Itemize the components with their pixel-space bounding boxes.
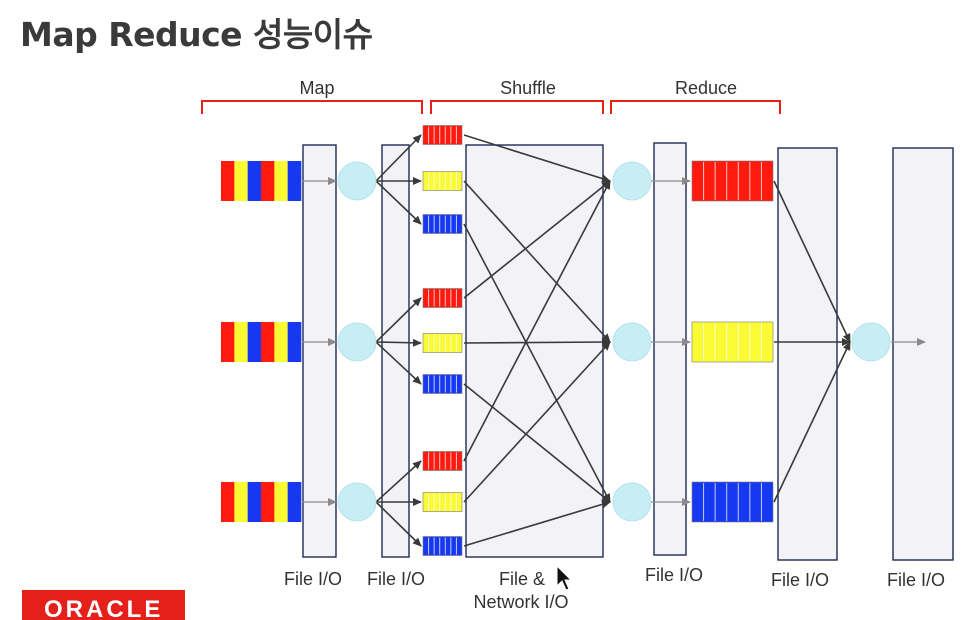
partition-1-1 <box>422 125 463 145</box>
mapper-node-3 <box>337 482 377 522</box>
cursor-icon <box>556 564 573 591</box>
oracle-logo-text: ORACLE <box>44 596 164 620</box>
arrow-shuffle-1-1 <box>463 134 611 183</box>
data-blocks <box>221 125 774 556</box>
input-stripe <box>287 322 302 362</box>
phase-label-reduce: Reduce <box>675 78 737 98</box>
segment-body <box>422 125 463 145</box>
input-stripe <box>261 322 275 362</box>
input-stripe <box>274 161 288 201</box>
input-split-3 <box>221 482 302 522</box>
arrow-shuffle-1-3 <box>463 223 611 503</box>
segment-body <box>422 288 463 308</box>
arrow-mapper-2-to-partition-3 <box>375 341 422 385</box>
partition-1-3 <box>422 214 463 234</box>
segment-body <box>422 374 463 394</box>
partition-3-3 <box>422 536 463 556</box>
segment-body <box>422 333 463 353</box>
input-stripe <box>287 161 302 201</box>
phase-bracket-map <box>201 100 423 114</box>
input-split-1 <box>221 161 302 201</box>
partition-2-1 <box>422 288 463 308</box>
input-stripe <box>274 482 288 522</box>
partition-2-2 <box>422 333 463 353</box>
segment-body <box>691 160 774 202</box>
phase-label-shuffle: Shuffle <box>500 78 556 98</box>
arrow-mapper-1-to-partition-3 <box>375 180 422 225</box>
arrow-mapper-2-to-partition-2 <box>375 338 422 347</box>
arrow-mapper-3-to-partition-1 <box>375 460 422 503</box>
arrow-shuffle-3-2 <box>463 341 611 503</box>
segment-body <box>422 451 463 471</box>
arrow-shuffle-3-3 <box>463 500 611 547</box>
arrow-output-to-final-1 <box>773 180 851 343</box>
io-label-shuffle-line2: Network I/O <box>473 592 568 612</box>
phase-bracket-reduce <box>610 100 781 114</box>
segment-body <box>691 321 774 363</box>
io-label-final-output: File I/O <box>887 570 945 590</box>
input-stripe <box>274 322 288 362</box>
storage-box-shuffle <box>465 144 604 558</box>
io-label-shuffle-line1: File & <box>499 569 545 589</box>
io-boxes <box>302 142 954 561</box>
storage-box-final-output <box>892 147 954 561</box>
segment-body <box>422 536 463 556</box>
io-label-map-output: File I/O <box>367 569 425 589</box>
input-stripe <box>247 161 262 201</box>
arrow-shuffle-1-2 <box>463 180 611 343</box>
arrow-mapper-1-to-partition-1 <box>375 134 422 182</box>
arrow-output-to-final-3 <box>773 341 851 503</box>
io-label-map-input: File I/O <box>284 569 342 589</box>
segment-body <box>691 481 774 523</box>
input-stripe <box>261 161 275 201</box>
reducer-node-3 <box>612 482 652 522</box>
io-label-reduce-output: File I/O <box>771 570 829 590</box>
input-stripe <box>234 161 248 201</box>
segment-body <box>422 171 463 191</box>
input-stripe <box>261 482 275 522</box>
input-stripe <box>247 482 262 522</box>
mapper-node-2 <box>337 322 377 362</box>
storage-box-reduce-input <box>653 142 687 556</box>
arrow-mapper-3-to-partition-3 <box>375 501 422 547</box>
arrow-shuffle-2-1 <box>463 180 611 299</box>
storage-box-reduce-output <box>777 147 838 561</box>
io-label-reduce-input: File I/O <box>645 565 703 585</box>
partition-2-3 <box>422 374 463 394</box>
reducer-node-2 <box>612 322 652 362</box>
partition-1-2 <box>422 171 463 191</box>
input-split-2 <box>221 322 302 362</box>
input-stripe <box>287 482 302 522</box>
arrow-shuffle-2-3 <box>463 383 611 503</box>
phase-brackets <box>201 100 781 114</box>
partition-3-2 <box>422 492 463 512</box>
oracle-logo: ORACLE <box>22 590 185 620</box>
input-stripe <box>247 322 262 362</box>
flow-arrows <box>302 134 926 547</box>
reduce-output-2 <box>691 321 774 363</box>
final-node <box>851 322 891 362</box>
mapper-node-1 <box>337 161 377 201</box>
reducer-node-1 <box>612 161 652 201</box>
phase-bracket-shuffle <box>430 100 604 114</box>
reduce-output-3 <box>691 481 774 523</box>
reduce-output-1 <box>691 160 774 202</box>
arrow-shuffle-2-2 <box>463 338 611 347</box>
input-stripe <box>221 482 235 522</box>
arrow-mapper-2-to-partition-1 <box>375 297 422 343</box>
arrow-shuffle-3-1 <box>463 180 611 462</box>
phase-label-map: Map <box>299 78 334 98</box>
segment-body <box>422 214 463 234</box>
page-title: Map Reduce 성능이슈 <box>20 15 373 54</box>
process-nodes <box>337 161 891 522</box>
input-stripe <box>234 322 248 362</box>
input-stripe <box>234 482 248 522</box>
segment-body <box>422 492 463 512</box>
partition-3-1 <box>422 451 463 471</box>
input-stripe <box>221 322 235 362</box>
input-stripe <box>221 161 235 201</box>
storage-box-map-input <box>302 144 337 558</box>
